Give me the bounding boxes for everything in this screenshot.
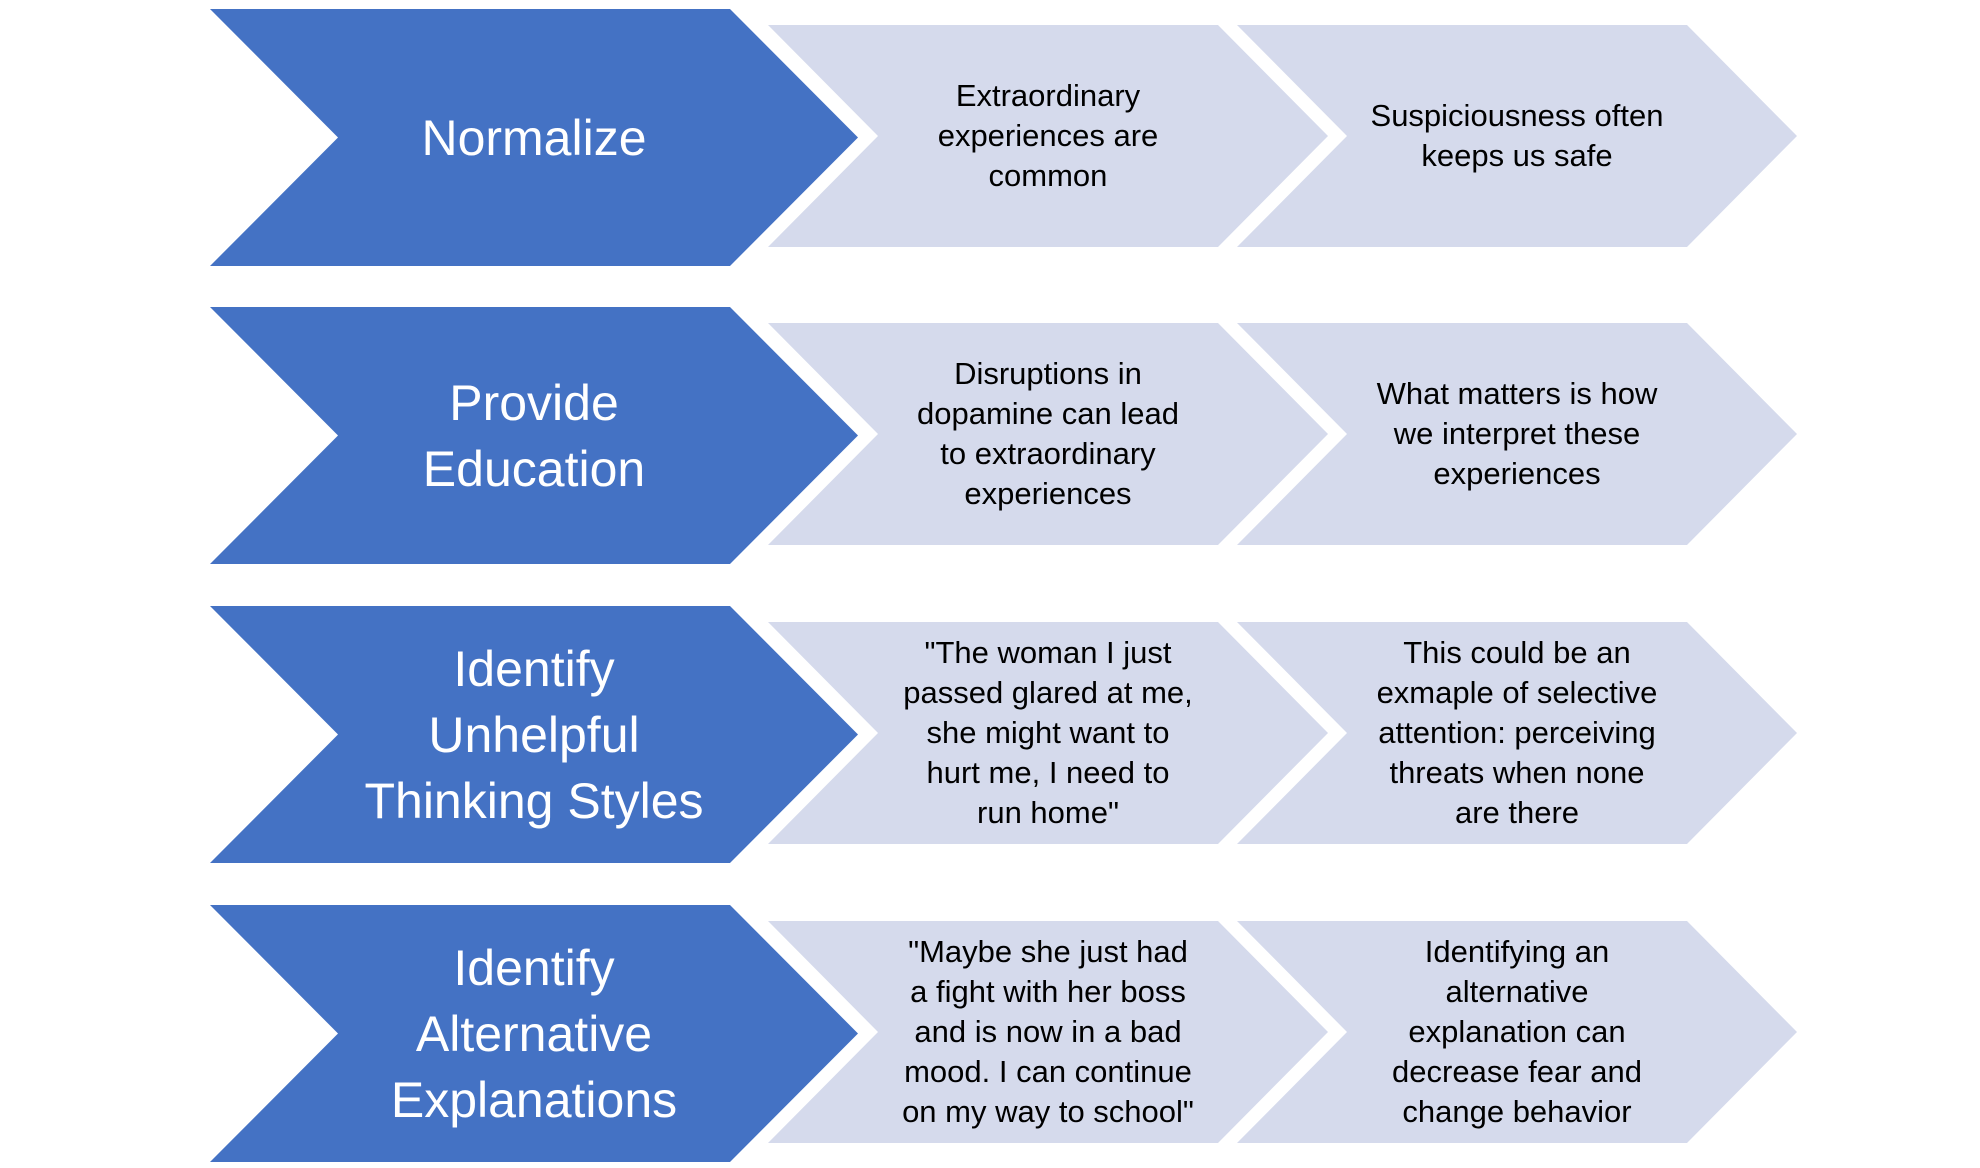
chevron-shape	[768, 921, 1328, 1143]
detail-text: Extraordinary experiences are common	[937, 78, 1159, 193]
detail-text: This could be an exmaple of selective at…	[1376, 635, 1658, 830]
chevron-shape	[768, 25, 1328, 247]
detail-text: Disruptions in dopamine can lead to extr…	[917, 356, 1179, 511]
detail-chevron: "The woman I just passed glared at me, s…	[768, 622, 1328, 844]
step-label: Identify Unhelpful Thinking Styles	[364, 640, 704, 829]
chevron-shape	[1237, 323, 1797, 545]
detail-chevron: What matters is how we interpret these e…	[1237, 323, 1797, 545]
step-label: Identify Alternative Explanations	[390, 939, 678, 1128]
chevron-shape	[210, 307, 858, 564]
chevron-shape	[1237, 622, 1797, 844]
detail-text: "Maybe she just had a fight with her bos…	[902, 934, 1194, 1129]
detail-chevron: Extraordinary experiences are common	[768, 25, 1328, 247]
detail-text: Identifying an alternative explanation c…	[1392, 934, 1642, 1129]
detail-chevron: "Maybe she just had a fight with her bos…	[768, 921, 1328, 1143]
chevron-shape	[210, 905, 858, 1162]
detail-text: Suspiciousness often keeps us safe	[1370, 98, 1664, 173]
step-label: Normalize	[421, 109, 647, 166]
detail-text: What matters is how we interpret these e…	[1376, 376, 1658, 491]
detail-chevron: Identifying an alternative explanation c…	[1237, 921, 1797, 1143]
detail-chevron: Suspiciousness often keeps us safe	[1237, 25, 1797, 247]
step-chevron-identify-alternative-explanations: Identify Alternative Explanations	[210, 905, 858, 1162]
step-chevron-identify-unhelpful-thinking-styles: Identify Unhelpful Thinking Styles	[210, 606, 858, 863]
chevron-shape	[1237, 921, 1797, 1143]
step-chevron-normalize: Normalize	[210, 9, 858, 266]
chevron-shape	[1237, 25, 1797, 247]
detail-chevron: Disruptions in dopamine can lead to extr…	[768, 323, 1328, 545]
chevron-shape	[210, 606, 858, 863]
step-label: Provide Education	[422, 374, 646, 497]
chevron-shape	[210, 9, 858, 266]
chevron-shape	[768, 622, 1328, 844]
detail-text: "The woman I just passed glared at me, s…	[903, 635, 1193, 830]
detail-chevron: This could be an exmaple of selective at…	[1237, 622, 1797, 844]
step-chevron-provide-education: Provide Education	[210, 307, 858, 564]
chevron-shape	[768, 323, 1328, 545]
